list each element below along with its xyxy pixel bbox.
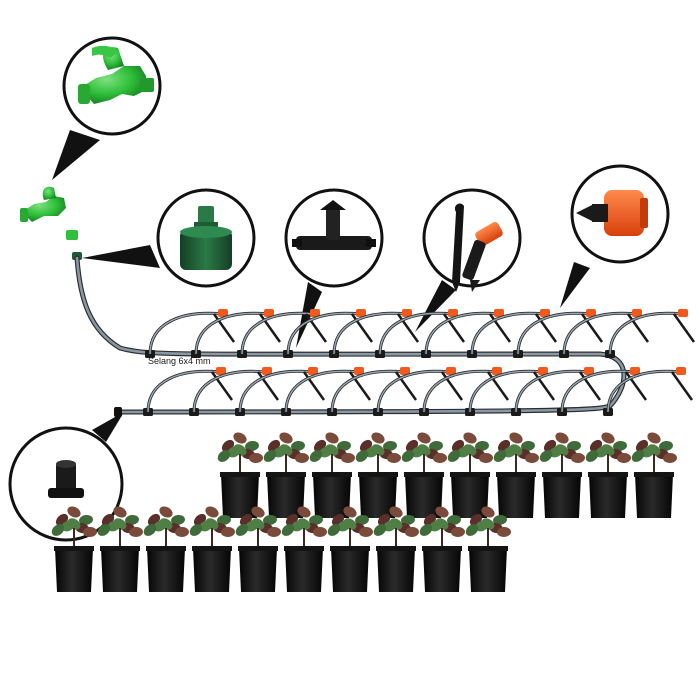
- potted-plant: [539, 432, 585, 518]
- adjustable-dripper-icon: [576, 190, 648, 236]
- drip-line: [143, 367, 234, 416]
- plug-callout-pointer: [92, 412, 124, 442]
- potted-plant: [327, 506, 373, 592]
- drip-line: [327, 367, 418, 416]
- potted-plant: [217, 432, 263, 518]
- drip-line: [329, 309, 420, 358]
- drip-line: [373, 367, 464, 416]
- drip-line: [605, 309, 696, 358]
- potted-plant: [263, 432, 309, 518]
- hose-end-plug: [114, 407, 122, 417]
- drip-line: [557, 367, 648, 416]
- potted-plant: [401, 432, 447, 518]
- potted-plant: [419, 506, 465, 592]
- stake-callout-pointer: [415, 280, 456, 332]
- drip-line: [421, 309, 512, 358]
- tap-callout-pointer: [52, 130, 100, 180]
- adapter-callout-pointer: [82, 245, 160, 268]
- drip-line: [419, 367, 510, 416]
- potted-plant: [373, 506, 419, 592]
- callout-adjustable-dripper: [570, 164, 670, 264]
- potted-plant: [97, 506, 143, 592]
- drip-line: [467, 309, 558, 358]
- drip-line: [189, 367, 280, 416]
- drip-line: [559, 309, 650, 358]
- potted-plant: [143, 506, 189, 592]
- potted-plant: [465, 506, 511, 592]
- drip-line: [375, 309, 466, 358]
- potted-plant: [309, 432, 355, 518]
- potted-plant: [447, 432, 493, 518]
- drip-line: [191, 309, 282, 358]
- drip-line: [237, 309, 328, 358]
- small-tap: [20, 186, 82, 260]
- potted-plant: [51, 506, 97, 592]
- potted-plant: [235, 506, 281, 592]
- hose-label: Selang 6x4 mm: [148, 356, 211, 366]
- potted-plant: [493, 432, 539, 518]
- dripper-callout-pointer: [560, 262, 590, 308]
- main-hose: [74, 255, 627, 417]
- plants: [51, 432, 677, 592]
- potted-plant: [585, 432, 631, 518]
- callout-tee: [284, 188, 384, 288]
- stake-dripper-icon: [452, 203, 503, 292]
- tee-connector-icon: [292, 200, 376, 250]
- drip-line: [603, 367, 694, 416]
- drip-line: [513, 309, 604, 358]
- drip-line: [281, 367, 372, 416]
- drip-lines: [143, 309, 696, 416]
- drip-line: [145, 309, 236, 358]
- drip-line: [465, 367, 556, 416]
- callout-tap: [62, 36, 162, 136]
- callout-end-plug: [8, 426, 124, 542]
- water-tap-icon: [78, 45, 154, 104]
- drip-line: [235, 367, 326, 416]
- drip-line: [283, 309, 374, 358]
- potted-plant: [281, 506, 327, 592]
- potted-plant: [631, 432, 677, 518]
- potted-plant: [355, 432, 401, 518]
- callout-stake-dripper: [422, 188, 522, 292]
- potted-plant: [189, 506, 235, 592]
- hose-adapter-icon: [180, 206, 232, 270]
- callout-adapter: [156, 188, 256, 288]
- drip-line: [511, 367, 602, 416]
- end-plug-icon: [48, 460, 84, 498]
